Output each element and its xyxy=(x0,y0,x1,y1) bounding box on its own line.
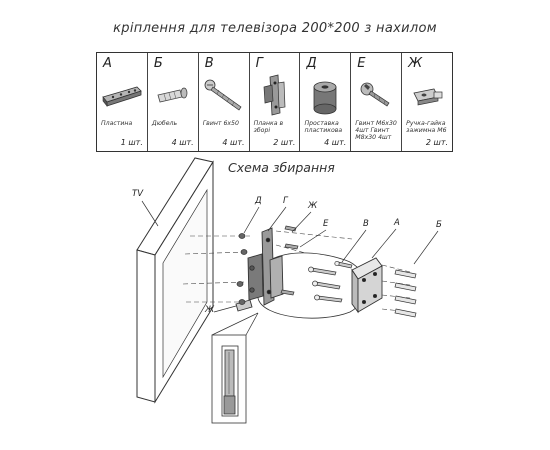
part-name: Дюбель xyxy=(151,120,178,127)
part-cell-screw: В Гвинт 6х50 4 шт. xyxy=(199,53,250,151)
detail-inset xyxy=(211,312,259,424)
part-name: Пластина xyxy=(101,120,133,127)
part-qty: 2 шт. xyxy=(425,138,449,147)
bracket-icon xyxy=(263,74,285,116)
part-qty: 2 шт. xyxy=(273,138,296,147)
part-letter: Ж xyxy=(408,56,423,71)
part-letter: Г xyxy=(255,56,263,71)
label-b: Б xyxy=(436,220,442,230)
spacers-and-bolts xyxy=(236,225,299,305)
knob-icon xyxy=(413,88,443,106)
part-cell-bolt: Е Гвинт М6х30 4шт Гвинт М8х30 4шт xyxy=(351,53,403,151)
part-name: Ручка-гайка зажимна М6 xyxy=(406,120,447,134)
part-letter: Д xyxy=(306,56,317,71)
label-d: Д xyxy=(255,196,262,206)
part-letter: Б xyxy=(153,56,163,71)
part-cell-knob: Ж Ручка-гайка зажимна М6 2 шт. xyxy=(402,53,452,151)
page-title: кріплення для телевізора 200*200 з нахил… xyxy=(113,21,437,36)
callout-leader-lines xyxy=(213,206,439,313)
wall-dowels xyxy=(394,269,417,318)
part-letter: А xyxy=(103,56,112,71)
part-qty: 4 шт. xyxy=(324,138,347,147)
part-cell-plate: А Пластина 1 шт. xyxy=(97,53,148,151)
part-name: Проставка пластикова xyxy=(304,120,343,134)
label-zh-top: Ж xyxy=(308,201,318,211)
plate-icon xyxy=(102,86,142,107)
parts-table: А Пластина 1 шт. Б Дюбель 4 шт. В xyxy=(96,52,453,152)
part-cell-bracket: Г Планка в зборі 2 шт. xyxy=(250,53,301,151)
label-zh-bottom: Ж xyxy=(205,305,215,315)
part-qty: 4 шт. xyxy=(171,138,194,147)
tv-leader-line xyxy=(141,200,159,227)
part-qty: 4 шт. xyxy=(222,138,245,147)
part-qty: 1 шт. xyxy=(120,138,143,147)
label-tv: TV xyxy=(132,189,144,199)
part-name: Планка в зборі xyxy=(253,120,284,134)
tv-panel xyxy=(136,157,214,404)
part-cell-dowel: Б Дюбель 4 шт. xyxy=(148,53,199,151)
part-name: Гвинт М6х30 4шт Гвинт М8х30 4шт xyxy=(355,120,397,141)
mounting-plate-assembly xyxy=(235,227,383,319)
part-cell-spacer: Д Проставка пластикова 4 шт. xyxy=(300,53,352,151)
wall-screws xyxy=(308,260,353,303)
scheme-title: Схема збирання xyxy=(228,160,335,175)
screw-icon xyxy=(204,79,242,111)
dowel-icon xyxy=(157,87,188,103)
part-letter: Е xyxy=(357,56,366,71)
part-letter: В xyxy=(204,56,214,71)
label-v: В xyxy=(363,219,369,229)
spacer-icon xyxy=(314,81,337,115)
part-name: Гвинт 6х50 xyxy=(202,120,239,127)
label-e: Е xyxy=(323,219,329,229)
label-g: Г xyxy=(283,196,288,206)
label-a: А xyxy=(394,218,400,228)
bolt-icon xyxy=(360,82,390,107)
